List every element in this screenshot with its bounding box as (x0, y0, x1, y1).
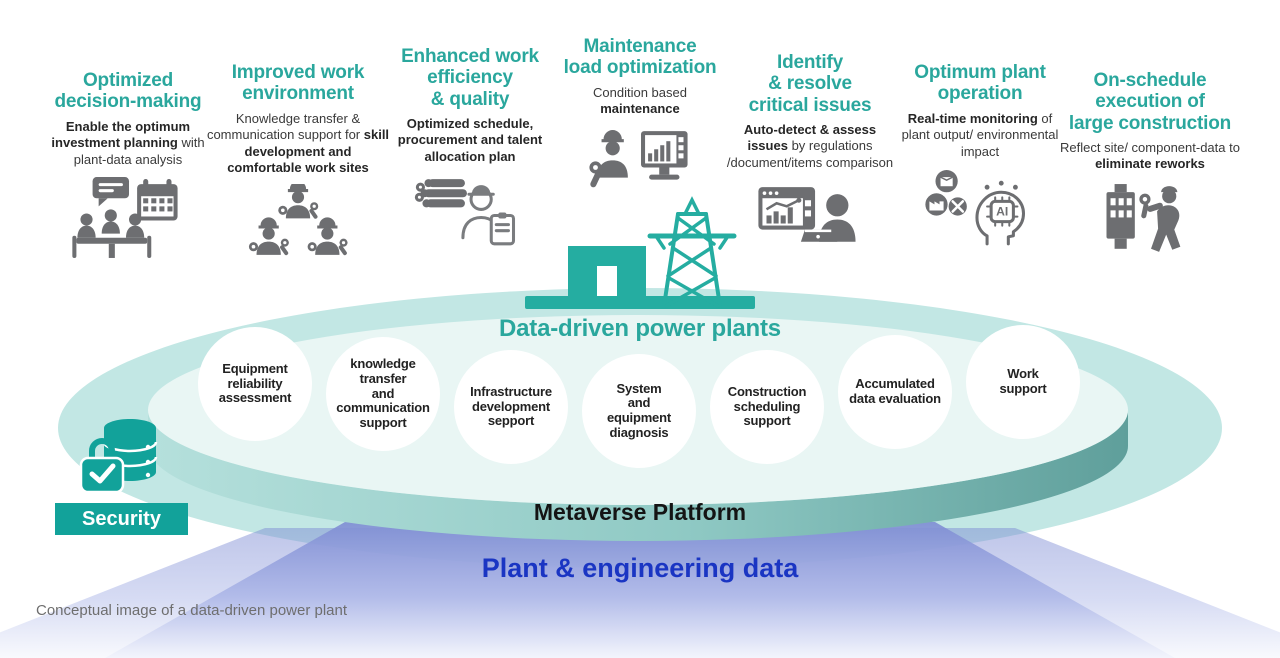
svg-text:AI: AI (996, 205, 1008, 219)
benefit-column: On-schedule execution of large construct… (1060, 70, 1240, 271)
benefit-title: Maintenance load optimization (563, 36, 717, 79)
benefit-title: Improved work environment (231, 62, 365, 105)
benefit-title: Optimized decision-making (54, 70, 202, 113)
equipment-worker-icon (1060, 180, 1240, 271)
transmission-tower-icon (647, 196, 737, 308)
meeting-calendar-icon (36, 175, 220, 266)
benefit-description: Optimized schedule, procurement and tale… (397, 115, 543, 165)
workers-team-icon (206, 184, 390, 275)
benefit-title: Optimum plant operation (914, 62, 1046, 105)
benefit-title: On-schedule execution of large construct… (1068, 70, 1232, 134)
benefit-title: Identify & resolve critical issues (748, 52, 872, 116)
benefit-description: Reflect site/ component-data to eliminat… (1060, 139, 1240, 172)
power-plant-icon (525, 246, 755, 309)
ai-head-icon: AI (894, 167, 1066, 258)
materials-inspection-icon (386, 173, 554, 264)
benefit-description: Enable the optimum investment planning w… (51, 118, 205, 167)
benefit-description: Knowledge transfer & communication suppo… (206, 110, 390, 176)
benefit-description: Real-time monitoring of plant output/ en… (901, 110, 1059, 159)
data-fan (0, 522, 1280, 658)
dashboard-analyst-icon (722, 179, 898, 270)
benefit-title: Enhanced work efficiency & quality (401, 46, 539, 110)
maintenance-monitor-icon (550, 125, 730, 216)
benefit-description: Auto-detect & assess issues by regulatio… (726, 121, 894, 171)
benefit-description: Condition based maintenance (593, 84, 687, 117)
